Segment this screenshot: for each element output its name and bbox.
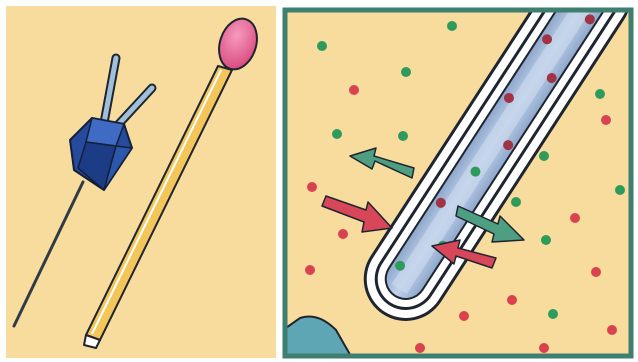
green-particle <box>541 235 551 245</box>
red-particle <box>349 85 359 95</box>
green-particle <box>539 151 549 161</box>
red-particle <box>338 229 348 239</box>
green-particle <box>398 131 408 141</box>
green-particle <box>511 197 521 207</box>
green-particle <box>595 89 605 99</box>
green-particle <box>317 41 327 51</box>
green-particle <box>332 129 342 139</box>
right-panel <box>283 0 638 358</box>
green-particle <box>548 309 558 319</box>
red-particle <box>570 213 580 223</box>
red-particle <box>539 343 549 353</box>
red-particle <box>459 311 469 321</box>
red-particle <box>591 267 601 277</box>
red-particle <box>415 343 425 353</box>
green-particle <box>447 21 457 31</box>
red-particle <box>307 182 317 192</box>
red-particle <box>607 325 617 335</box>
green-particle <box>401 67 411 77</box>
red-particle <box>601 115 611 125</box>
green-particle <box>615 185 625 195</box>
red-particle <box>507 295 517 305</box>
red-particle <box>305 265 315 275</box>
left-panel <box>6 6 276 358</box>
